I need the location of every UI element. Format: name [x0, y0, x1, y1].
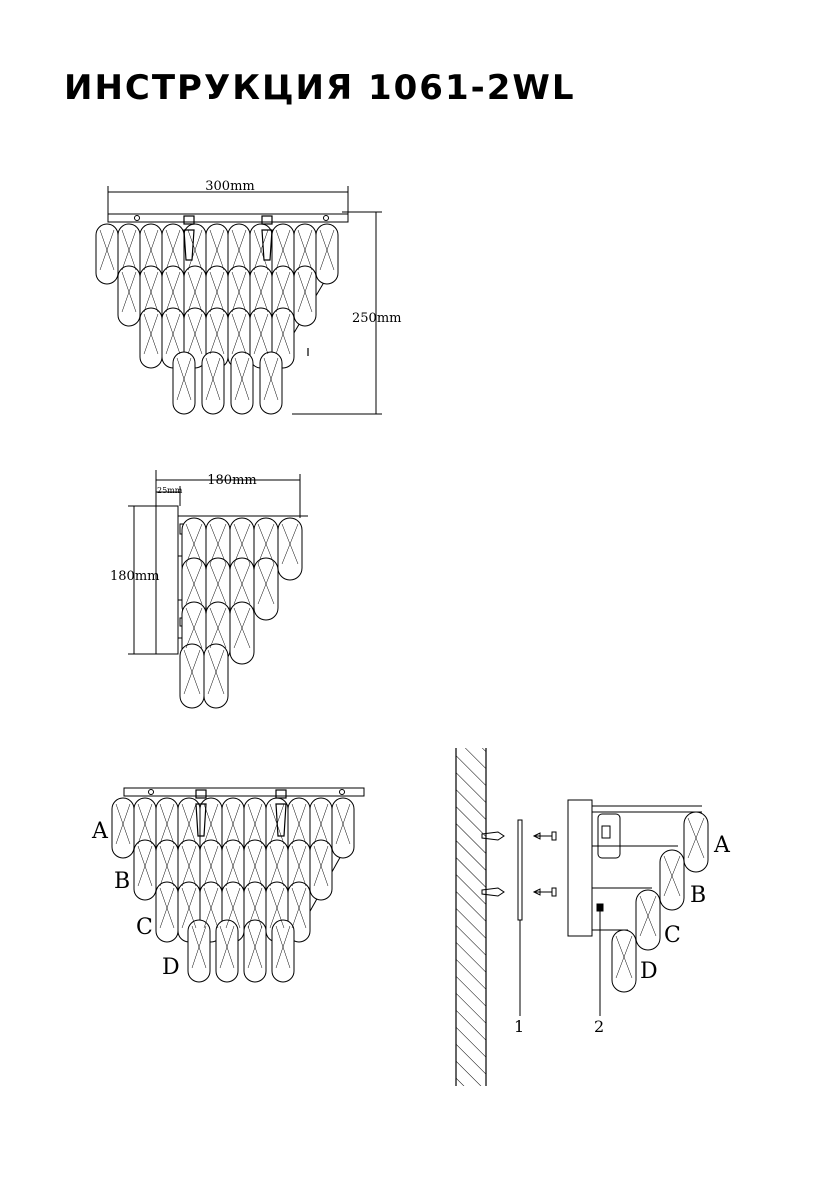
front-width-label: 300mm	[205, 179, 254, 194]
page-title: ИНСТРУКЦИЯ 1061-2WL	[64, 68, 576, 108]
install-tier-d: D	[640, 959, 658, 984]
side-view-drawing: 180mm 25mm 180mm	[110, 470, 308, 709]
install-tier-b: B	[690, 883, 706, 908]
front-view-drawing: 300mm 250mm	[95, 179, 401, 415]
tier-label-b: B	[114, 869, 130, 894]
tier-label-a: A	[91, 819, 109, 844]
install-tier-a: A	[713, 833, 731, 858]
side-plate-label: 25mm	[157, 486, 183, 495]
side-depth-label: 180mm	[207, 473, 256, 488]
installation-drawing: A B C D 1 2	[455, 748, 731, 1086]
install-tier-c: C	[664, 923, 681, 948]
tier-label-c: C	[136, 915, 153, 940]
part-label-2: 2	[594, 1017, 604, 1036]
wall-section	[456, 748, 486, 1086]
tiers-front-drawing: A B C D	[91, 787, 365, 983]
tier-label-d: D	[162, 955, 180, 980]
side-height-label: 180mm	[110, 569, 159, 584]
front-height-label: 250mm	[352, 311, 401, 326]
part-label-1: 1	[514, 1017, 524, 1036]
